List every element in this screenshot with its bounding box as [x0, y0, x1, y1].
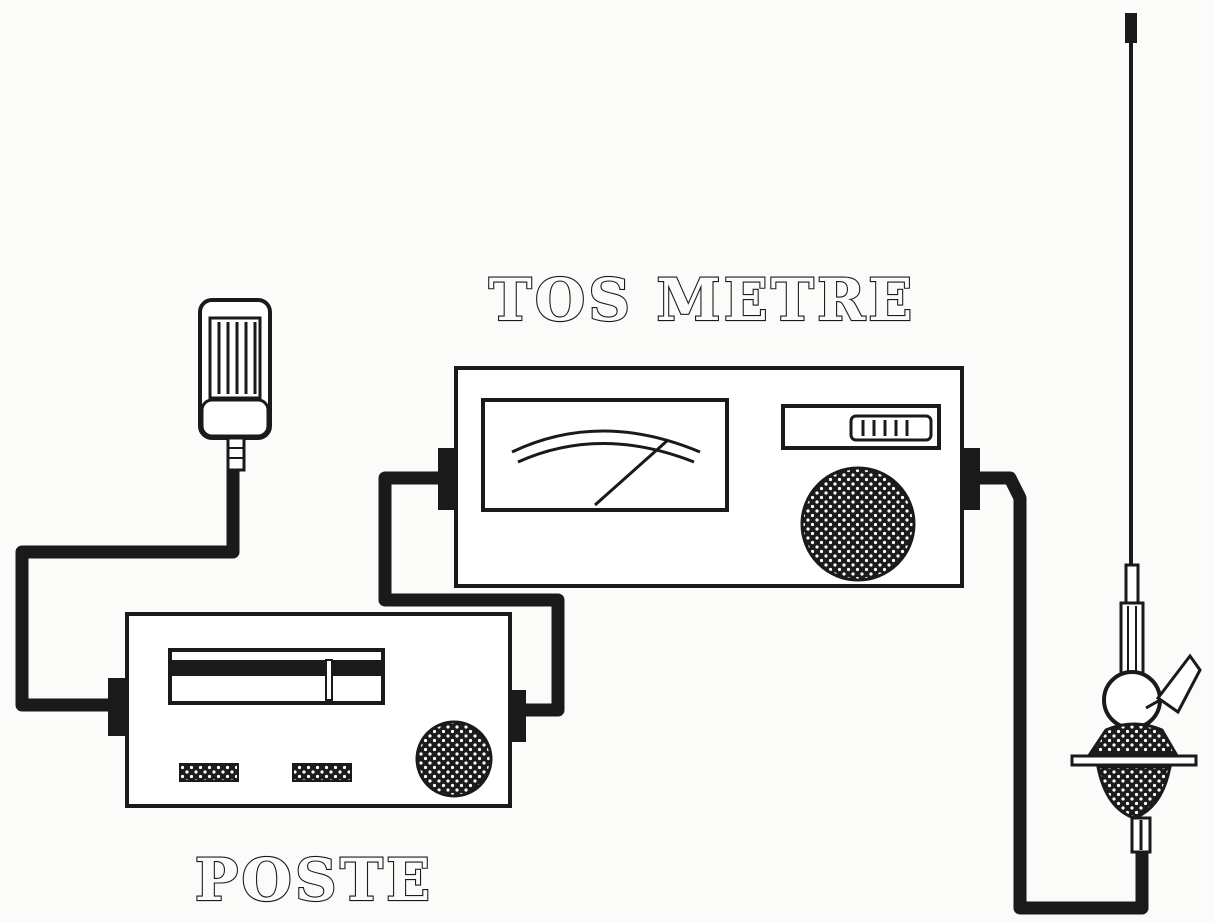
antenna-mount-top	[1087, 722, 1179, 756]
radio-button-right	[292, 763, 352, 782]
antenna-tip	[1125, 13, 1137, 43]
needle-gauge	[481, 398, 729, 512]
antenna-mount-bottom	[1096, 765, 1172, 820]
radio-button-left	[179, 763, 239, 782]
mounting-plate	[1070, 754, 1198, 767]
swr-meter-box	[438, 366, 980, 588]
coax-meter-to-antenna	[978, 471, 1149, 915]
radio-volume-knob	[415, 720, 493, 798]
wing-nut	[1155, 653, 1202, 715]
swr-meter-input-connector	[438, 448, 456, 510]
mic-cable	[15, 470, 240, 712]
antenna-coil	[1124, 563, 1140, 607]
antenna	[1070, 13, 1202, 854]
swr-meter-label: TOS METRE	[489, 266, 916, 334]
radio-mic-connector	[108, 678, 127, 736]
coax-radio-to-meter	[378, 471, 565, 717]
calibration-knob	[800, 466, 916, 582]
radio-box	[108, 612, 526, 808]
mode-switch	[781, 404, 941, 450]
swr-meter-output-connector	[962, 448, 980, 510]
radio-label: POSTE	[195, 846, 433, 914]
antenna-swivel	[1102, 670, 1162, 730]
frequency-display	[168, 648, 385, 705]
radio-antenna-connector	[510, 690, 526, 742]
microphone	[198, 298, 272, 472]
